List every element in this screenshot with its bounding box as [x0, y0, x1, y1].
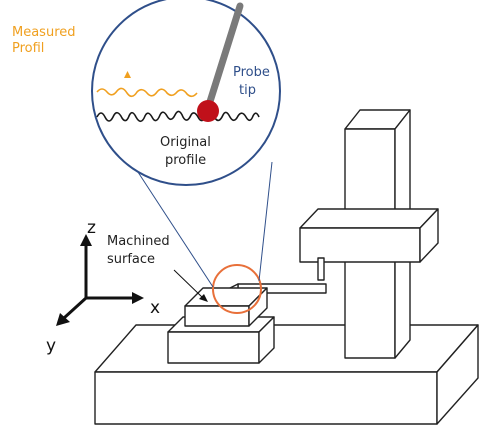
measured-label-line1: Measured [12, 25, 76, 40]
zoom-line-right [258, 161, 273, 282]
highlight-circle [212, 264, 262, 314]
measured-label-line2: Profil [12, 41, 44, 56]
machined-label-line2: surface [107, 252, 155, 267]
probe-ball [197, 100, 219, 122]
machined-pointer [173, 269, 204, 299]
original-label-line2: profile [165, 153, 206, 168]
workpiece [184, 287, 268, 327]
original-profile-curve [96, 110, 260, 123]
scan-direction-arrow [124, 71, 131, 78]
magnifier [91, 0, 281, 186]
carriage [299, 208, 439, 263]
axis-z-label: z [87, 218, 96, 238]
measured-profile-curve [96, 87, 198, 98]
probe-label-line1: Probe [233, 65, 270, 80]
base-table [94, 324, 479, 425]
axis-y-label: y [46, 336, 56, 356]
axis-x-label: x [150, 298, 160, 318]
original-label-line1: Original [160, 135, 211, 150]
axes [56, 234, 144, 326]
probe-label-line2: tip [239, 83, 256, 98]
machined-label-line1: Machined [107, 234, 170, 249]
probe-shaft [204, 2, 244, 112]
